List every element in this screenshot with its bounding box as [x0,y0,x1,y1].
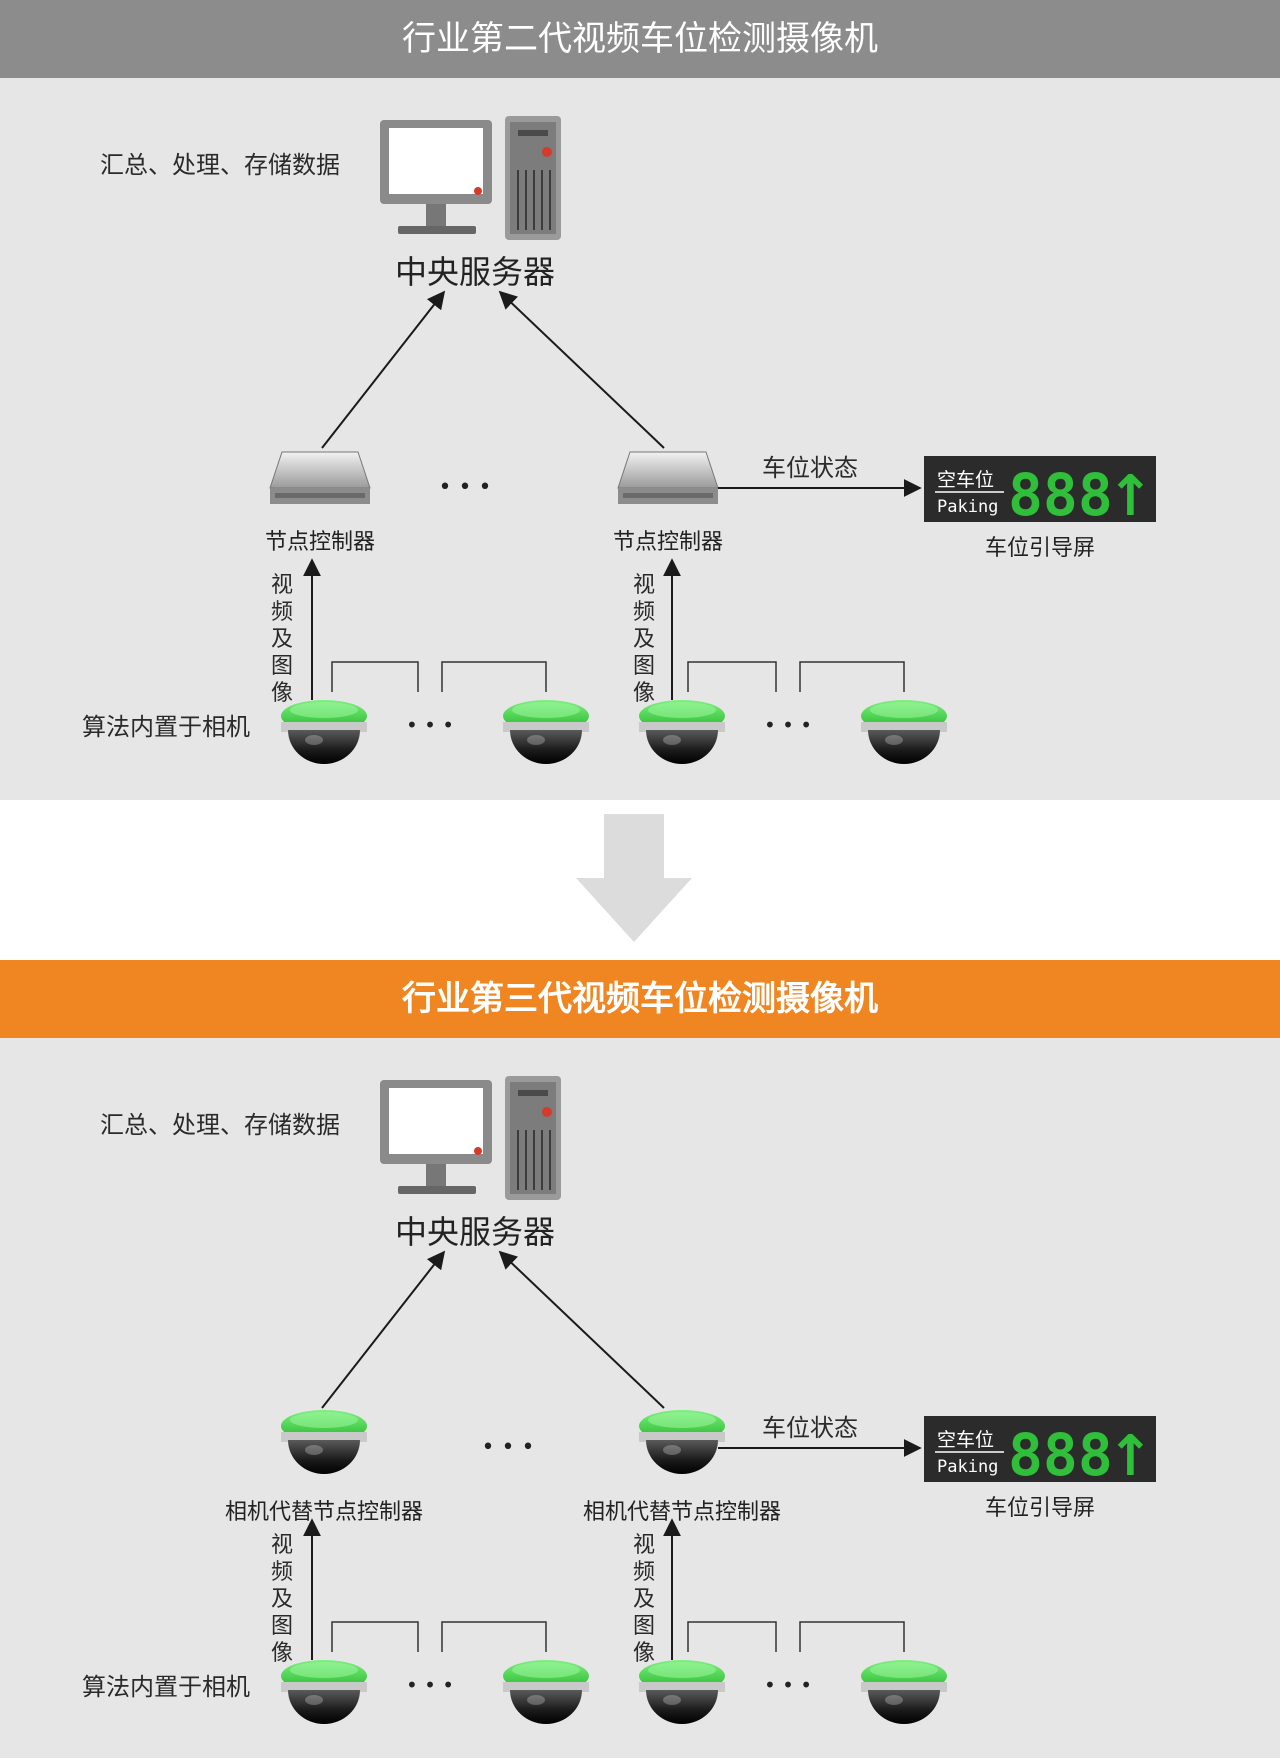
svg-text:及: 及 [271,627,293,652]
dome-camera-icon [639,1660,725,1724]
svg-text:像: 像 [271,1641,293,1666]
sign-arrow-icon: ↑ [1107,1424,1154,1489]
cable-connector [687,661,777,692]
svg-text:及: 及 [633,1587,655,1612]
sign-digits: 888 [1008,461,1113,529]
svg-text:像: 像 [271,681,293,706]
svg-text:视: 视 [271,573,293,598]
guidance-sign: 空车位 Paking 888 ↑ [924,1416,1156,1489]
camera-row [281,1660,947,1724]
dome-camera-icon [281,700,367,764]
svg-text:视: 视 [633,1533,655,1558]
svg-text:视: 视 [271,1533,293,1558]
server-caption: 汇总、处理、存储数据 [100,151,340,179]
svg-text:图: 图 [271,1614,293,1639]
guidance-sign: 空车位 Paking 888 ↑ [924,456,1156,529]
node-controller-right-icon [617,451,719,504]
node-ellipsis: • • • [439,475,492,500]
svg-text:图: 图 [633,654,655,679]
monitor-icon [380,1080,492,1194]
gen3-title: 行业第三代视频车位检测摄像机 [0,960,1280,1038]
monitor-icon [380,120,492,234]
video-label-left: 视 频 及 图 像 [271,1533,293,1666]
sign-label: 车位引导屏 [985,1496,1095,1521]
svg-text:频: 频 [271,600,293,625]
node-controller-right-label: 相机代替节点控制器 [583,1500,781,1525]
svg-text:图: 图 [633,1614,655,1639]
dome-camera-icon [861,1660,947,1724]
gen3-diagram: 汇总、处理、存储数据 中央服务器 相机代替节点控制器 [82,1076,1156,1724]
camera-node-row [281,1410,725,1474]
cable-connector [441,1621,547,1652]
cable-connector [441,661,547,692]
video-label-right: 视 频 及 图 像 [633,573,655,706]
node-ellipsis: • • • [482,1435,535,1460]
dome-camera-icon [503,700,589,764]
server-label: 中央服务器 [395,253,555,291]
svg-text:频: 频 [633,600,655,625]
sign-line1: 空车位 [937,1429,994,1451]
node-controller-left-label: 节点控制器 [265,530,375,555]
svg-text:汇总、处理、存储数据: 汇总、处理、存储数据 [100,1111,340,1139]
sign-arrow-icon: ↑ [1107,464,1154,529]
camera-row [281,700,947,764]
cable-connector [799,661,905,692]
transition-down-arrow-icon [576,814,692,942]
node-controller-left-icon [269,451,371,504]
gen2-diagram: 汇总、处理、存储数据 中央服务器 [82,116,1156,764]
arrow-left-node-to-server [321,290,446,449]
status-label: 车位状态 [762,454,858,482]
sign-line1: 空车位 [937,469,994,491]
svg-text:像: 像 [633,1641,655,1666]
arrow-left-node-to-server [321,1250,446,1409]
camera-ellipsis: • • • [406,713,454,737]
dome-camera-icon [281,1410,367,1474]
cable-connector [331,661,419,692]
video-label-right: 视 频 及 图 像 [633,1533,655,1666]
svg-text:像: 像 [633,681,655,706]
server-caption: 汇总、处理、存储数据 [100,1111,340,1139]
status-label: 车位状态 [762,1414,858,1442]
dome-camera-icon [861,700,947,764]
svg-text:图: 图 [271,654,293,679]
svg-text:频: 频 [633,1560,655,1585]
camera-caption: 算法内置于相机 [82,713,250,741]
dome-camera-icon [281,1660,367,1724]
dome-camera-icon [639,1410,725,1474]
dome-camera-icon [639,700,725,764]
gen3-panel: 行业第三代视频车位检测摄像机 汇总、处理、存储数据 中央服务器 [0,960,1280,1758]
camera-caption: 算法内置于相机 [82,1673,250,1701]
dome-camera-icon [503,1660,589,1724]
cable-connector [799,1621,905,1652]
sign-line2: Paking [937,1457,998,1477]
svg-text:及: 及 [633,627,655,652]
arrow-right-node-to-server [498,290,665,449]
cable-connector [687,1621,777,1652]
video-label-left: 视 频 及 图 像 [271,573,293,706]
sign-line2: Paking [937,497,998,517]
svg-text:汇总、处理、存储数据: 汇总、处理、存储数据 [100,151,340,179]
sign-digits: 888 [1008,1421,1113,1489]
cable-connector [331,1621,419,1652]
camera-ellipsis: • • • [406,1673,454,1697]
camera-ellipsis: • • • [764,1673,812,1697]
server-label: 中央服务器 [395,1213,555,1251]
node-controller-right-label: 节点控制器 [613,530,723,555]
node-controller-left-label: 相机代替节点控制器 [225,1500,423,1525]
server-tower-icon [505,116,561,240]
svg-text:及: 及 [271,1587,293,1612]
svg-text:视: 视 [633,573,655,598]
svg-text:频: 频 [271,1560,293,1585]
arrow-right-node-to-server [498,1250,665,1409]
camera-ellipsis: • • • [764,713,812,737]
server-tower-icon [505,1076,561,1200]
sign-label: 车位引导屏 [985,536,1095,561]
gen2-panel: 行业第二代视频车位检测摄像机 汇总、处理、存储数据 中央服务器 [0,0,1280,800]
gen2-title: 行业第二代视频车位检测摄像机 [0,0,1280,78]
